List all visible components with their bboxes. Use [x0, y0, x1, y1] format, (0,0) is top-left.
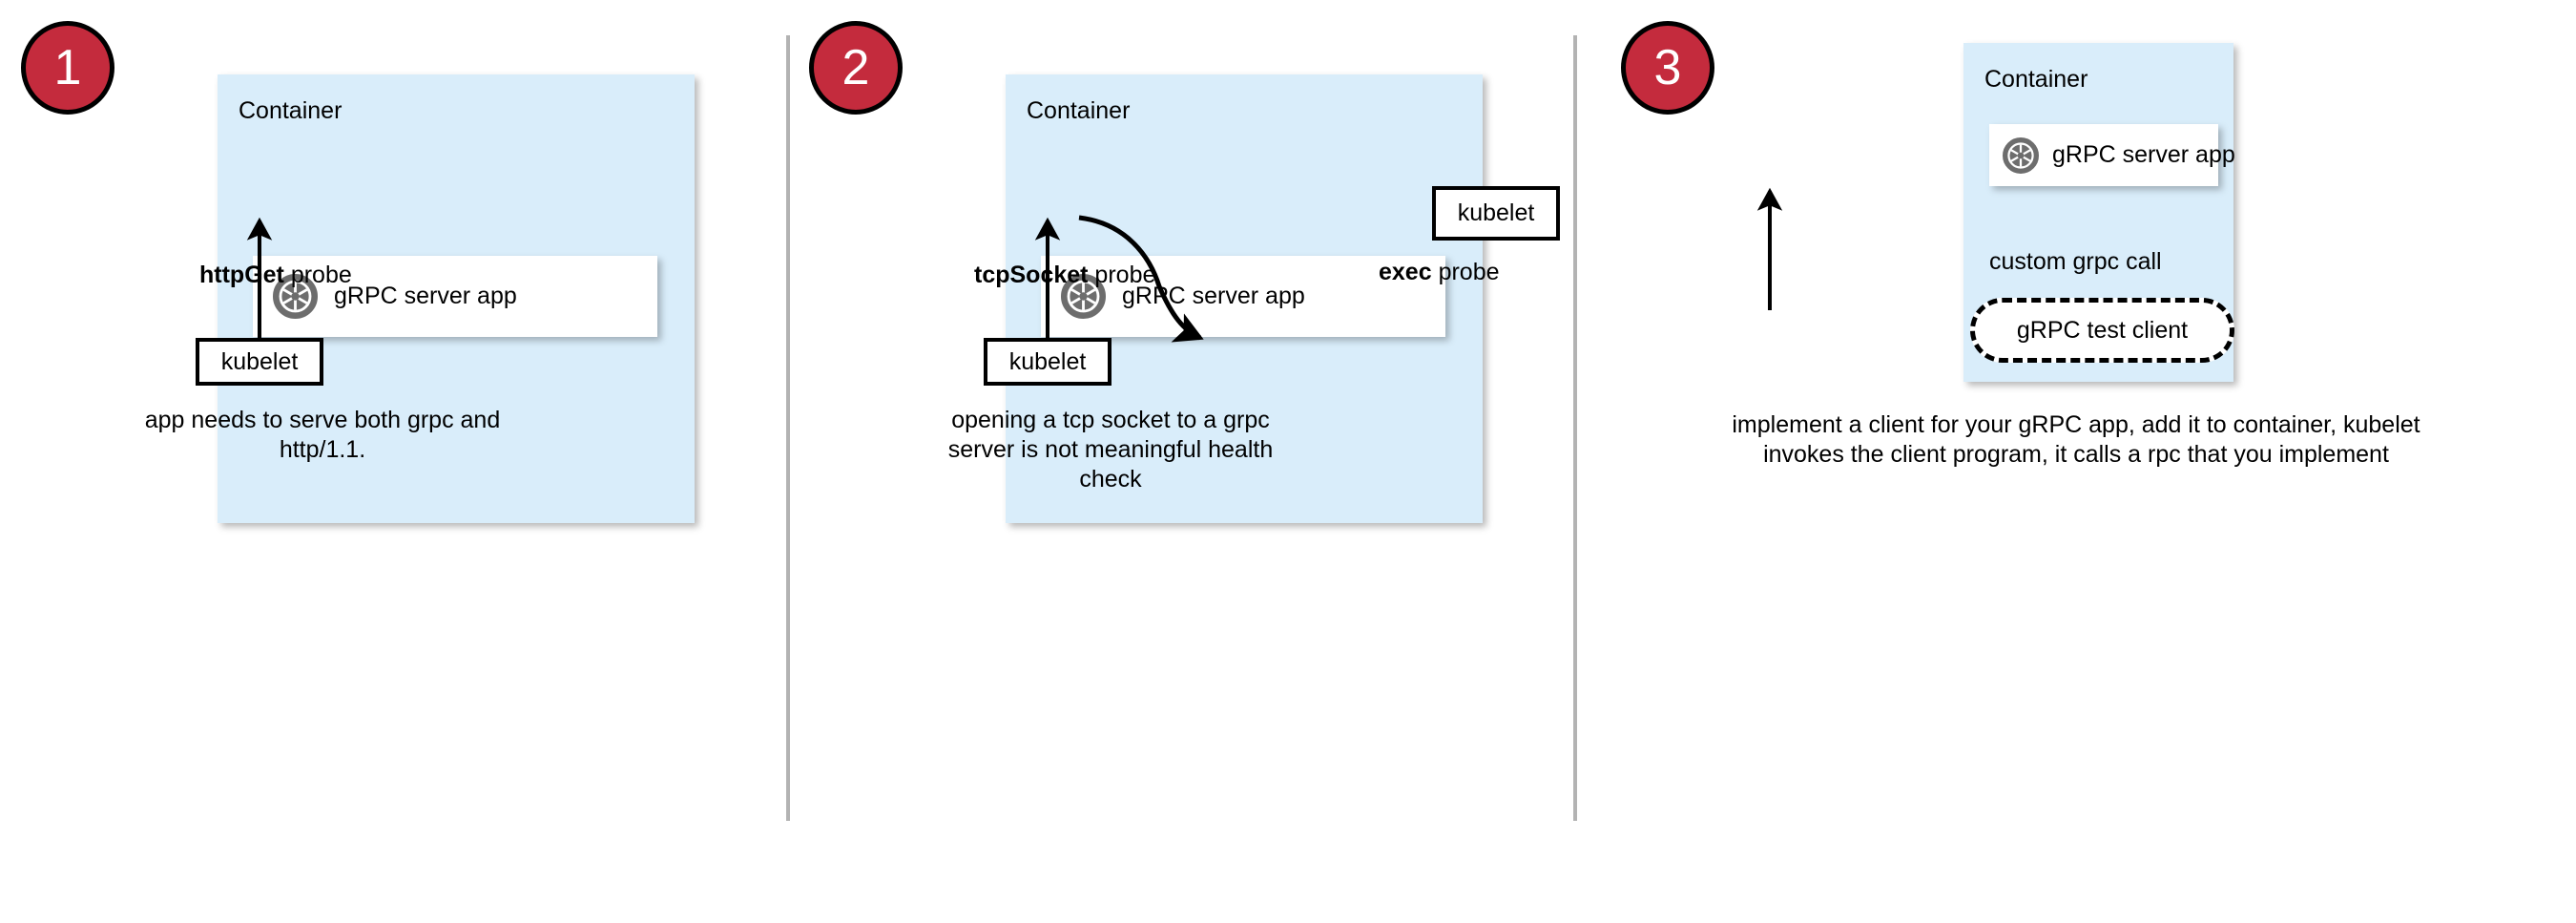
panel-2: 2 Container gRPC serv: [788, 0, 1572, 923]
probe-label-1-rest: probe: [283, 262, 352, 288]
grpc-logo-icon: [273, 274, 318, 319]
probe-label-1: httpGet probe: [199, 262, 352, 289]
step-badge-1: 1: [21, 21, 114, 115]
panel-3: 3 Container gRPC serv: [1379, 0, 2576, 923]
kubelet-box-2: kubelet: [984, 338, 1111, 386]
probe-label-3-rest: probe: [1431, 259, 1500, 285]
caption-1: app needs to serve both grpc and http/1.…: [144, 407, 501, 463]
kubelet-label-3: kubelet: [1457, 199, 1535, 226]
grpc-server-app-label-3: gRPC server app: [2052, 141, 2235, 168]
panel-divider-2: [1573, 35, 1577, 821]
container-label-1: Container: [239, 97, 343, 124]
kubelet-box-3: kubelet: [1432, 186, 1560, 241]
probe-label-2-bold: tcpSocket: [974, 262, 1089, 288]
kubelet-box-1: kubelet: [196, 338, 323, 386]
grpc-test-client-box: gRPC test client: [1970, 298, 2234, 363]
probe-label-1-bold: httpGet: [199, 262, 284, 288]
custom-grpc-call-label: custom grpc call: [1989, 248, 2162, 275]
step-badge-3: 3: [1621, 21, 1714, 115]
probe-label-3: exec probe: [1379, 259, 1500, 286]
step-badge-2: 2: [809, 21, 903, 115]
kubelet-label-1: kubelet: [220, 347, 299, 375]
probe-label-2: tcpSocket probe: [974, 262, 1155, 289]
container-label-3: Container: [1984, 66, 2088, 93]
panel-1: 1 Container gRPC serv: [0, 0, 786, 923]
caption-2: opening a tcp socket to a grpc server is…: [947, 407, 1274, 493]
panel-divider-1: [786, 35, 790, 821]
kubelet-label-2: kubelet: [1008, 347, 1087, 375]
container-label-2: Container: [1027, 97, 1131, 124]
grpc-server-app-card-3: gRPC server app: [1989, 124, 2235, 186]
grpc-server-app-card-1: gRPC server app: [253, 256, 657, 337]
grpc-server-app-label-1: gRPC server app: [334, 283, 517, 309]
grpc-test-client-label: gRPC test client: [2016, 316, 2189, 344]
caption-3: implement a client for your gRPC app, ad…: [1732, 411, 2420, 468]
probe-label-3-bold: exec: [1379, 259, 1432, 285]
grpc-logo-icon: [2003, 136, 2039, 174]
probe-label-2-rest: probe: [1088, 262, 1156, 288]
